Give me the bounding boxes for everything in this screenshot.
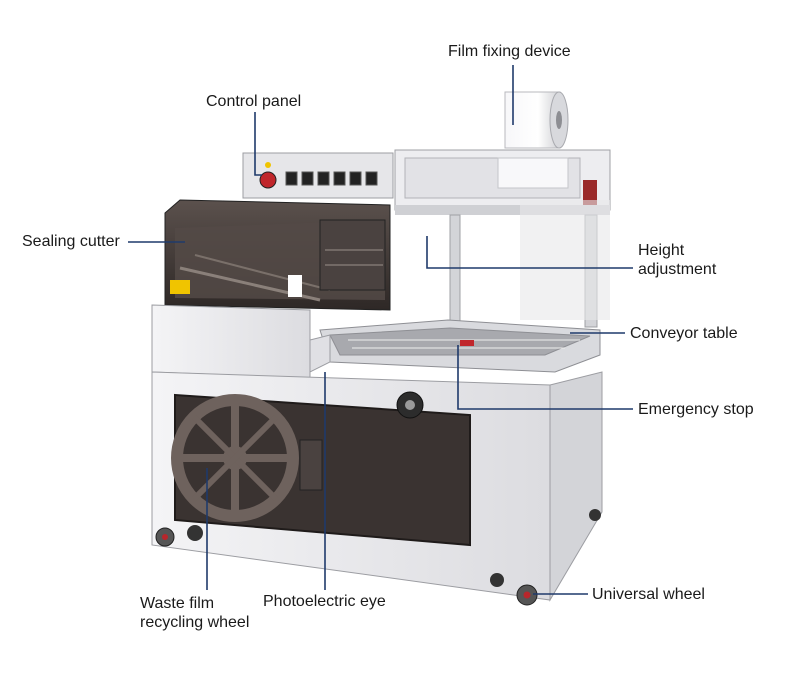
film-roll [504,91,569,149]
control-panel-box [242,152,394,199]
label-film-fixing-device: Film fixing device [448,43,571,60]
label-conveyor-table: Conveyor table [630,325,738,342]
conveyor-table [309,319,601,373]
label-height-adjustment: Height adjustment [638,241,716,279]
label-height-adjustment-line1: Height [638,242,685,259]
adjust-knob [396,391,424,419]
label-waste-film-recycling-wheel: Waste film recycling wheel [140,594,249,632]
wheels [155,509,601,606]
label-height-adjustment-line2: adjustment [638,261,717,278]
film-frame [394,149,611,328]
label-sealing-cutter: Sealing cutter [22,233,120,250]
leader-control-panel [254,112,262,176]
label-control-panel: Control panel [206,93,302,110]
label-universal-wheel: Universal wheel [592,586,705,603]
label-emergency-stop: Emergency stop [638,401,754,418]
leader-emergency-stop [457,345,633,410]
leader-lines [128,65,633,595]
label-waste-film-line1: Waste film [140,595,215,612]
leader-height-adjustment [426,236,633,269]
label-waste-film-line2: recycling wheel [140,614,250,631]
label-photoelectric-eye: Photoelectric eye [263,593,386,610]
sealing-cutter-hood [164,199,391,311]
